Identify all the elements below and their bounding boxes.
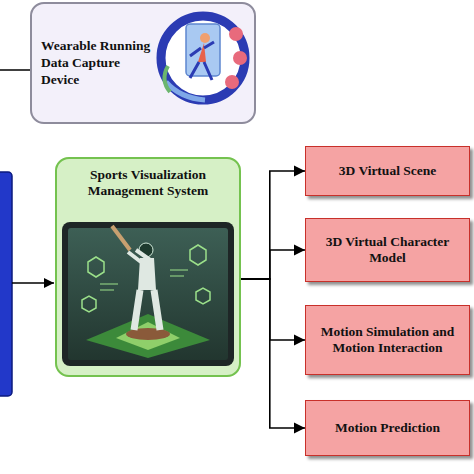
tablet-screen bbox=[68, 228, 228, 360]
player-arms bbox=[128, 250, 153, 262]
connector-arrow bbox=[241, 171, 305, 279]
connector-arrow bbox=[241, 279, 305, 340]
tablet-frame bbox=[62, 222, 234, 366]
bat bbox=[112, 226, 130, 250]
system-box: Sports Visualization Management System bbox=[55, 157, 241, 377]
hex-icon bbox=[88, 257, 104, 277]
device-box: Wearable Running Data Capture Device bbox=[30, 2, 256, 124]
hud-lines bbox=[100, 270, 188, 290]
icon-dot bbox=[233, 51, 247, 65]
mound bbox=[126, 328, 170, 340]
runner-limbs bbox=[190, 42, 214, 80]
icon-dot bbox=[225, 75, 239, 89]
partial-box bbox=[0, 172, 12, 396]
box-label: Sports Visualization Management System bbox=[65, 167, 231, 199]
box-fill bbox=[55, 157, 241, 377]
box-fill bbox=[30, 2, 256, 124]
box-label: Wearable Running Data Capture Device bbox=[41, 38, 153, 89]
box-label: Motion Simulation and Motion Interaction bbox=[314, 324, 461, 356]
field bbox=[86, 314, 210, 358]
output-box: 3D Virtual Character Model bbox=[305, 218, 470, 282]
device-band bbox=[166, 82, 205, 100]
runner-head bbox=[200, 33, 210, 43]
leaf-deco bbox=[164, 66, 170, 92]
connector-arrow bbox=[241, 279, 305, 428]
box-label: Motion Prediction bbox=[335, 420, 440, 436]
infield bbox=[116, 322, 180, 350]
icon-dot bbox=[229, 27, 243, 41]
player-legs bbox=[134, 290, 160, 330]
output-box: 3D Virtual Scene bbox=[305, 146, 470, 196]
player-body bbox=[138, 258, 156, 290]
device-ring bbox=[161, 16, 245, 100]
phone-icon bbox=[186, 24, 220, 76]
output-box: Motion Prediction bbox=[305, 400, 470, 456]
connector-arrow bbox=[241, 250, 305, 279]
box-label: 3D Virtual Scene bbox=[339, 163, 437, 179]
output-box: Motion Simulation and Motion Interaction bbox=[305, 305, 470, 375]
hex-icon bbox=[190, 245, 206, 265]
hex-icon bbox=[82, 296, 96, 312]
hex-icon bbox=[196, 288, 210, 304]
connector-line bbox=[0, 69, 30, 71]
box-label: 3D Virtual Character Model bbox=[314, 234, 461, 266]
arrow-line bbox=[12, 282, 54, 284]
